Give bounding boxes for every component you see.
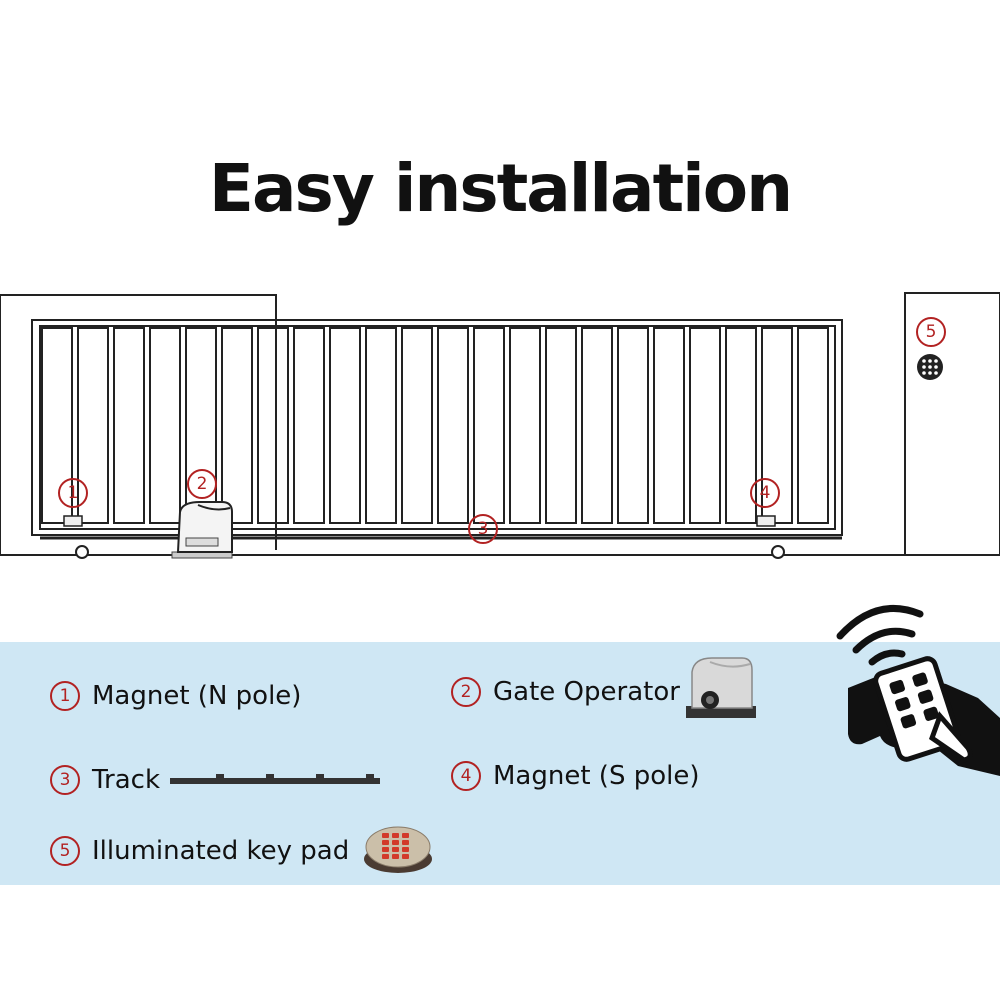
gate-bar [653,327,685,524]
callout-4: 4 [750,478,780,508]
gate-bar [221,327,253,524]
gate-bar [149,327,181,524]
legend-label: Track [92,765,161,795]
magnet-n [63,515,83,527]
callout-3: 3 [468,514,498,544]
gate-bar [41,327,73,524]
gate-bar [257,327,289,524]
gate-bar [509,327,541,524]
gate-operator-icon [171,501,233,559]
legend-number: 2 [451,677,481,707]
gate-bar [581,327,613,524]
gate-bar [797,327,829,524]
gate-diagram [0,292,1000,559]
gate-frame [31,319,843,536]
legend-item-keypad: 5 Illuminated key pad [50,836,349,866]
callout-2: 2 [187,469,217,499]
legend-panel [0,642,1000,885]
legend-number: 5 [50,836,80,866]
legend-number: 1 [50,681,80,711]
gate-bar [761,327,793,524]
gate-bar [329,327,361,524]
wheel-right [771,545,785,559]
callout-1: 1 [58,478,88,508]
keypad-thumb-icon [364,826,432,873]
legend-label: Gate Operator [493,677,680,707]
legend-item-magnet-n: 1 Magnet (N pole) [50,681,301,711]
wifi-signal-icon [836,604,924,666]
legend-number: 4 [451,761,481,791]
gate-bar [545,327,577,524]
gate-operator-thumb-icon [686,657,756,718]
wheel-left [75,545,89,559]
gate-bar [113,327,145,524]
legend-item-magnet-s: 4 Magnet (S pole) [451,761,700,791]
gate-bar [77,327,109,524]
track-thumb-icon [170,774,380,784]
callout-5: 5 [916,317,946,347]
keypad-icon [917,354,943,380]
legend-item-track: 3 Track [50,765,160,795]
magnet-s [756,515,776,527]
legend-label: Magnet (S pole) [493,761,700,791]
remote-control-icon [836,604,1000,776]
left-wall [0,294,277,550]
legend-number: 3 [50,765,80,795]
gate-bar [365,327,397,524]
gate-bar [401,327,433,524]
legend-item-gate-operator: 2 Gate Operator [451,677,680,707]
legend-label: Illuminated key pad [92,836,350,866]
page-title: Easy installation [208,150,793,227]
gate-bar [689,327,721,524]
gate-bar [293,327,325,524]
legend-label: Magnet (N pole) [92,681,302,711]
gate-bar [617,327,649,524]
gate-bar [725,327,757,524]
gate-bar [473,327,505,524]
gate-bar [437,327,469,524]
